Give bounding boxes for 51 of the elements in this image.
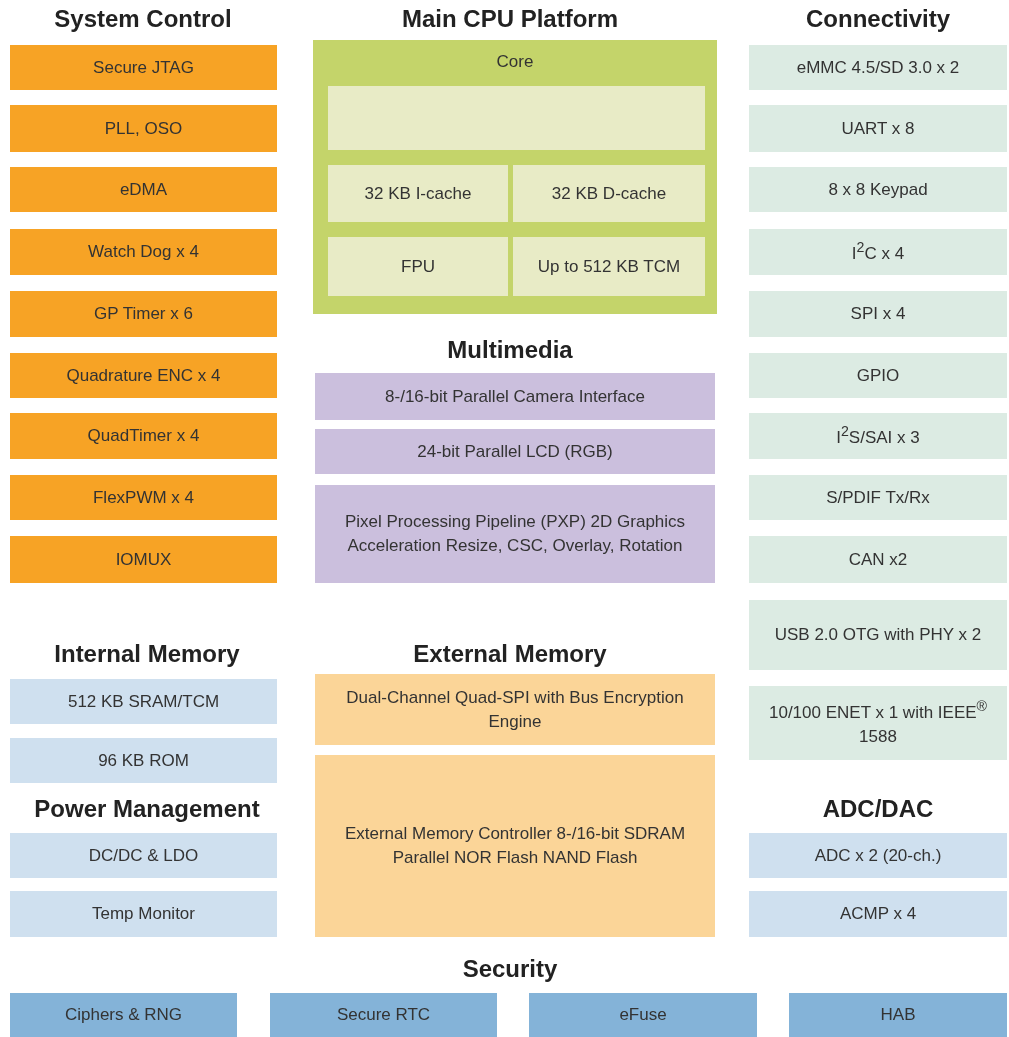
section-heading: Security xyxy=(461,955,559,983)
module-block: 96 KB ROM xyxy=(10,738,277,783)
section-heading: Main CPU Platform xyxy=(401,5,619,33)
module-block: SPI x 4 xyxy=(749,291,1007,337)
section-heading: Connectivity xyxy=(805,5,951,33)
section-heading: Multimedia xyxy=(446,336,574,364)
section-heading: Internal Memory xyxy=(53,640,241,668)
module-block: Secure RTC xyxy=(270,993,497,1037)
module-block: Secure JTAG xyxy=(10,45,277,90)
module-block: 32 KB D-cache xyxy=(513,165,705,222)
module-block: 512 KB SRAM/TCM xyxy=(10,679,277,724)
module-block: DC/DC & LDO xyxy=(10,833,277,878)
section-heading: External Memory xyxy=(412,640,608,668)
processor-block xyxy=(328,86,705,150)
section-heading: ADC/DAC xyxy=(821,795,935,823)
module-block: IOMUX xyxy=(10,536,277,583)
panel-title: Core xyxy=(495,51,535,73)
module-block: I$^{2}$S/SAI x 3 xyxy=(749,413,1007,459)
module-block: Ciphers & RNG xyxy=(10,993,237,1037)
module-block: Quadrature ENC x 4 xyxy=(10,353,277,398)
module-block: ACMP x 4 xyxy=(749,891,1007,937)
module-block: 10/100 ENET x 1 with IEEE$^{®}$ 1588 xyxy=(749,686,1007,760)
module-block: Up to 512 KB TCM xyxy=(513,237,705,296)
module-block: HAB xyxy=(789,993,1007,1037)
module-block: UART x 8 xyxy=(749,105,1007,152)
module-block: 24-bit Parallel LCD (RGB) xyxy=(315,429,715,474)
module-block: FPU xyxy=(328,237,508,296)
module-block: GP Timer x 6 xyxy=(10,291,277,337)
module-block: CAN x2 xyxy=(749,536,1007,583)
module-block: ADC x 2 (20-ch.) xyxy=(749,833,1007,878)
module-block: Dual-Channel Quad-SPI with Bus Encryption Engine xyxy=(315,674,715,745)
module-block: 32 KB I-cache xyxy=(328,165,508,222)
section-heading: System Control xyxy=(53,5,233,33)
module-block: Pixel Processing Pipeline (PXP) 2D Graphics Acceleration Resize, CSC, Overlay, Rotation xyxy=(315,485,715,583)
module-block: Watch Dog x 4 xyxy=(10,229,277,275)
module-block: 8-/16-bit Parallel Camera Interface xyxy=(315,373,715,420)
module-block: eDMA xyxy=(10,167,277,212)
module-block: USB 2.0 OTG with PHY x 2 xyxy=(749,600,1007,670)
module-block: GPIO xyxy=(749,353,1007,398)
module-block: FlexPWM x 4 xyxy=(10,475,277,520)
module-block: PLL, OSO xyxy=(10,105,277,152)
module-block: S/PDIF Tx/Rx xyxy=(749,475,1007,520)
module-block: QuadTimer x 4 xyxy=(10,413,277,459)
module-block: eFuse xyxy=(529,993,757,1037)
module-block: 8 x 8 Keypad xyxy=(749,167,1007,212)
core-panel xyxy=(313,40,717,314)
module-block: Temp Monitor xyxy=(10,891,277,937)
section-heading: Power Management xyxy=(33,795,261,823)
module-block: I$^{2}$C x 4 xyxy=(749,229,1007,275)
module-block: eMMC 4.5/SD 3.0 x 2 xyxy=(749,45,1007,90)
module-block: External Memory Controller 8-/16-bit SDRAM Parallel NOR Flash NAND Flash xyxy=(315,755,715,937)
